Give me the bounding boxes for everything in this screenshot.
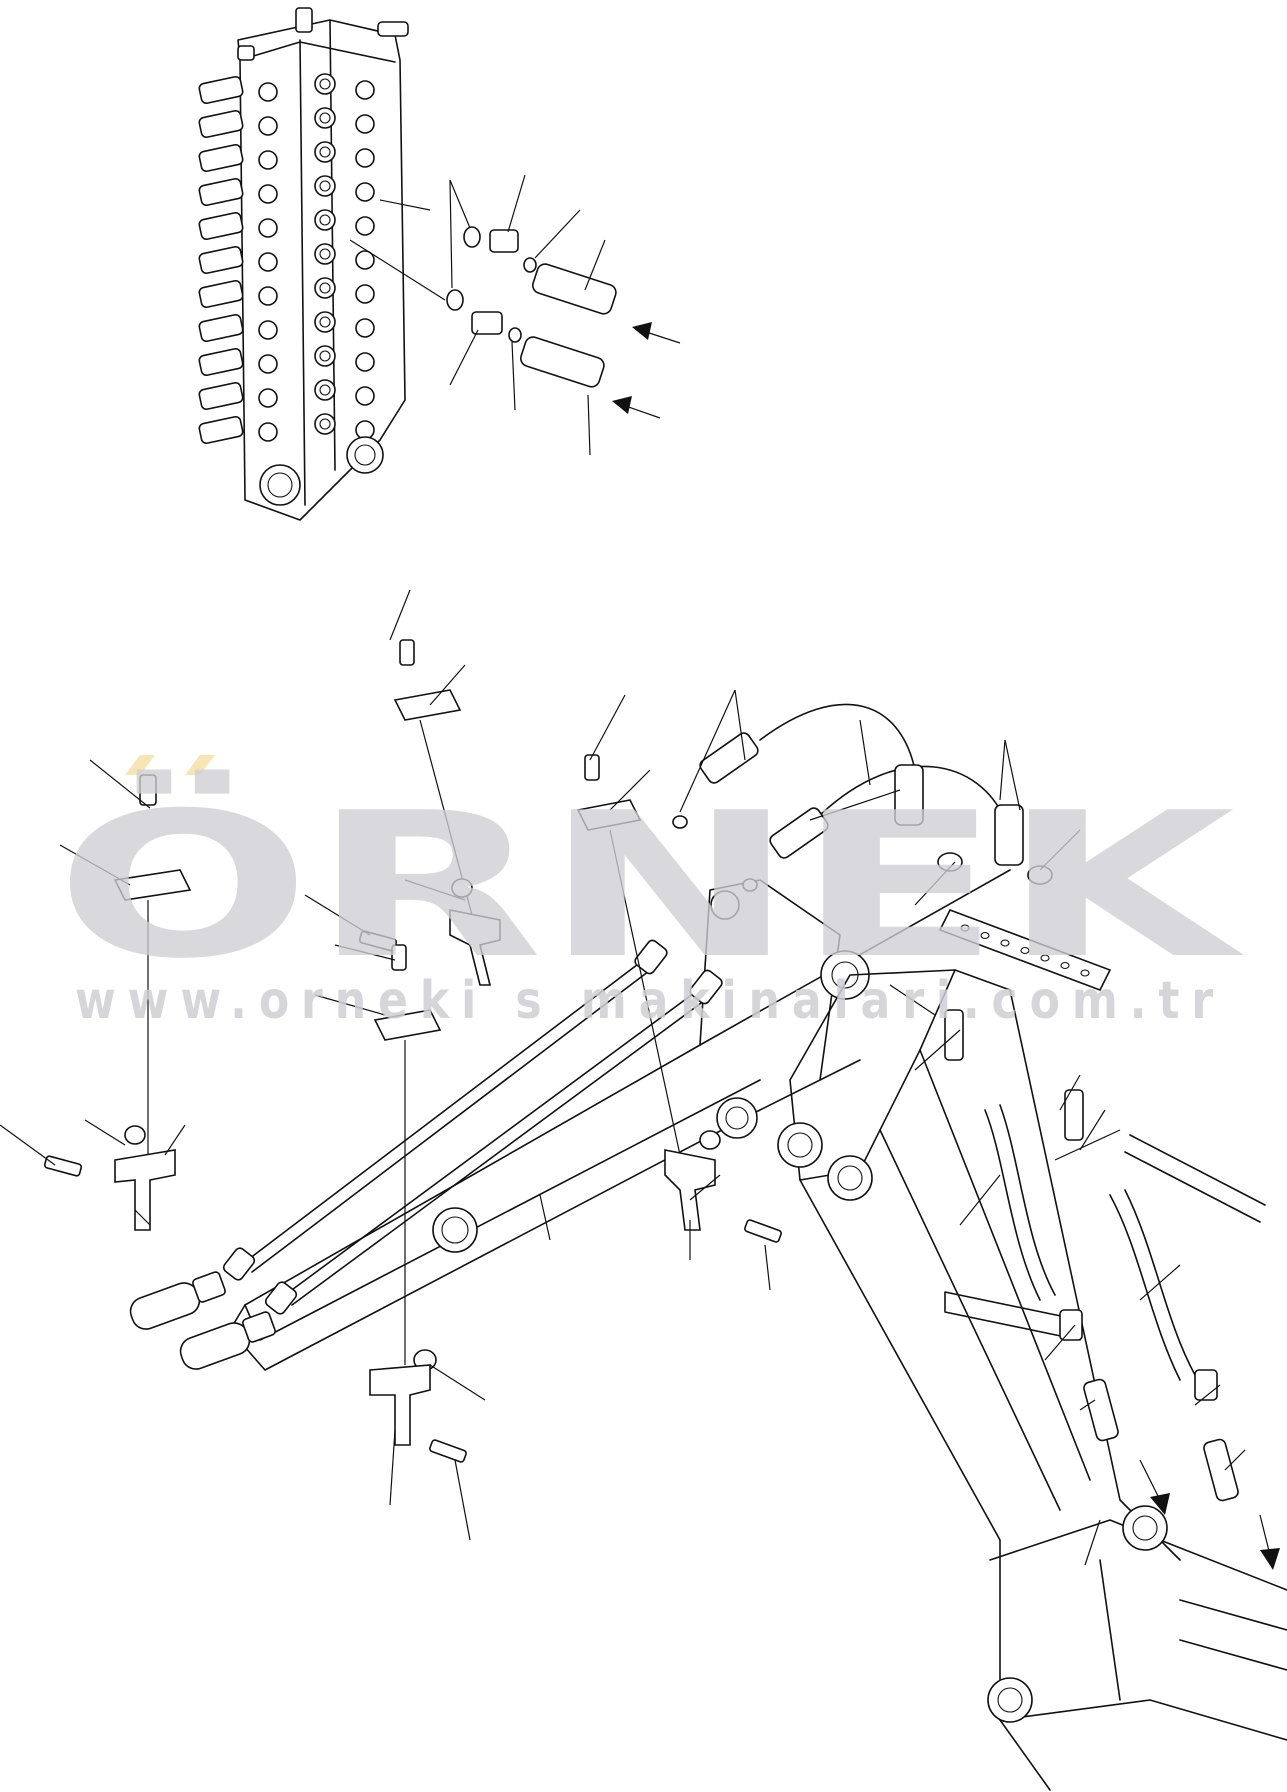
clamp-set-middle	[358, 639, 501, 1463]
right-pipe-left	[944, 1009, 1170, 1515]
clamp-set-left	[43, 774, 192, 1231]
valve-fitting-lower	[446, 289, 605, 388]
right-pipe-right	[1064, 1089, 1280, 1570]
valve-fitting-upper	[463, 226, 617, 315]
long-hose-upper	[222, 939, 668, 1281]
callout-leaders	[0, 589, 1246, 1566]
clamp-set-right	[576, 754, 782, 1243]
watermark-brand-text: ÖRNEK	[55, 769, 1246, 1003]
watermark-url-text: www.orneki s makinalari.com.tr	[75, 971, 1225, 1031]
watermark: ÖRNEK www.orneki s makinalari.com.tr	[55, 755, 1246, 1031]
watermark-umlaut-accent	[125, 755, 215, 775]
boom-frame	[229, 869, 1287, 1791]
hose-end-filters	[129, 1271, 276, 1370]
long-hose-lower	[264, 969, 723, 1315]
control-valve-assembly	[198, 7, 409, 521]
callout-leaders-top	[449, 174, 606, 456]
